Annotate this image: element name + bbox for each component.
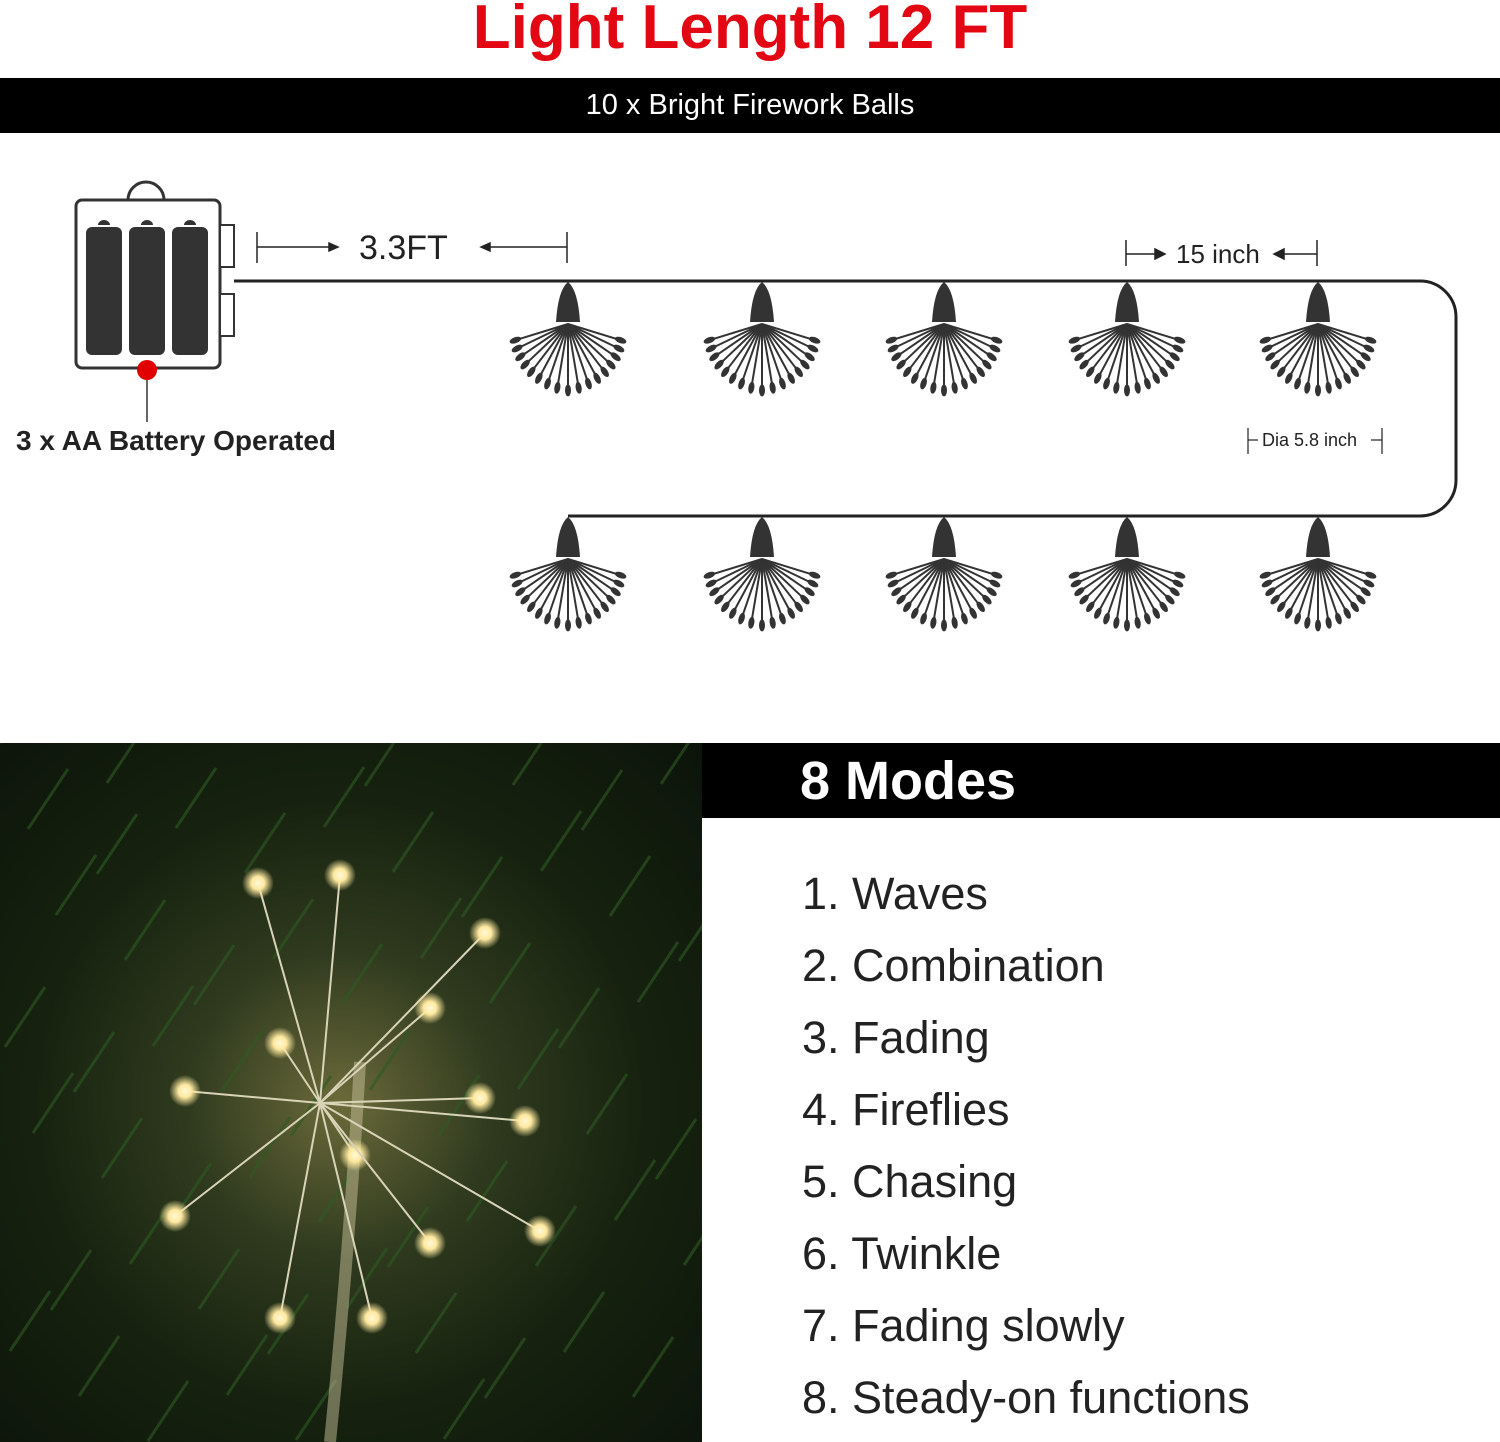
wire — [234, 279, 1458, 518]
firework-ball-icon — [509, 517, 627, 632]
battery-box-icon — [74, 180, 235, 422]
firework-ball-icon — [1259, 282, 1377, 397]
firework-ball-icon — [1259, 517, 1377, 632]
mode-item: 1. Waves — [802, 868, 988, 919]
wiring-diagram: 3.3FT 15 inch Dia 5.8 inch 3 x AA Batter… — [0, 133, 1500, 743]
firework-ball-icon — [1068, 282, 1186, 397]
mode-item: 7. Fading slowly — [802, 1300, 1125, 1351]
mode-item: 4. Fireflies — [802, 1084, 1010, 1135]
product-photo — [0, 743, 702, 1442]
page-title: Light Length 12 FT — [472, 0, 1028, 62]
battery-label: 3 x AA Battery Operated — [16, 425, 337, 456]
firework-ball-icon — [885, 282, 1003, 397]
modes-list: 1. Waves 2. Combination 3. Fading 4. Fir… — [802, 858, 1250, 1434]
firework-ball-icon — [1068, 517, 1186, 632]
firework-ball-icon — [703, 517, 821, 632]
mode-item: 3. Fading — [802, 1012, 990, 1063]
lead-length-arrow — [256, 232, 568, 263]
firework-ball-icon — [703, 282, 821, 397]
mode-item: 5. Chasing — [802, 1156, 1018, 1207]
spacing-label: 15 inch — [1176, 239, 1260, 269]
modes-heading-bar: 8 Modes — [702, 743, 1500, 818]
lead-length-label: 3.3FT — [359, 229, 448, 267]
diameter-label: Dia 5.8 inch — [1262, 430, 1358, 450]
spacing-arrow — [1125, 240, 1318, 266]
switch-dot — [137, 360, 157, 380]
subtitle-bar: 10 x Bright Firework Balls — [0, 78, 1500, 133]
firework-ball-icon — [509, 282, 627, 397]
mode-item: 2. Combination — [802, 940, 1105, 991]
modes-heading: 8 Modes — [800, 751, 1017, 811]
diameter-marker — [1247, 428, 1383, 454]
mode-item: 8. Steady-on functions — [802, 1372, 1250, 1423]
firework-ball-icon — [885, 517, 1003, 632]
mode-item: 6. Twinkle — [802, 1228, 1002, 1279]
